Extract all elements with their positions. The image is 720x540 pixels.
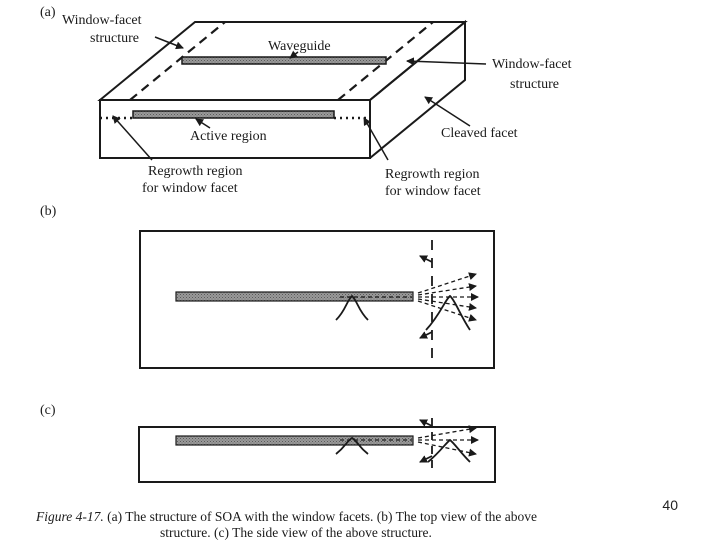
window-boundary-left: [129, 21, 226, 101]
top-view-mode-profile-output: [425, 294, 471, 331]
side-view-mode-profile-output: [427, 438, 471, 463]
side-view-active-layer: [175, 435, 414, 446]
side-view-mode-profile-input: [335, 436, 369, 455]
arrow-active-region: [195, 118, 211, 129]
figure-caption-line2: structure. (c) The side view of the abov…: [160, 525, 432, 540]
arrow-regrowth-right: [363, 117, 389, 161]
arrow-window-facet-right: [406, 57, 487, 66]
figure-caption-text: (a) The structure of SOA with the window…: [104, 509, 537, 524]
side-view-ray-upper: [417, 425, 477, 439]
side-view-arrow-down: [419, 455, 433, 463]
panel-b-top-view: [139, 230, 495, 369]
label-regrowth-left-line1: Regrowth region: [148, 164, 242, 179]
label-regrowth-right-line1: Regrowth region: [385, 167, 479, 182]
panel-c-side-view: [138, 418, 496, 483]
label-window-facet-right-line1: Window-facet: [492, 57, 572, 72]
top-view-ray-upper: [417, 272, 477, 294]
top-view-ray-mid-upper: [417, 283, 477, 296]
page-number: 40: [662, 497, 678, 513]
label-window-facet-left-line2: structure: [90, 31, 139, 46]
side-view-arrow-up: [419, 419, 433, 427]
figure-caption-prefix: Figure 4-17.: [35, 509, 104, 524]
arrow-regrowth-left: [112, 115, 153, 161]
side-view-frame: [138, 426, 496, 483]
top-view-waveguide: [175, 291, 414, 302]
top-view-ray-lower: [417, 300, 477, 322]
top-view-frame: [139, 230, 495, 369]
top-view-ray-mid-lower: [417, 298, 477, 311]
waveguide-top: [181, 56, 387, 65]
label-active-region: Active region: [190, 129, 267, 144]
arrow-waveguide: [289, 50, 299, 59]
top-view-mode-profile-input: [335, 294, 369, 321]
label-window-facet-right-line2: structure: [510, 77, 559, 92]
figure-caption-line1: Figure 4-17. (a) The structure of SOA wi…: [35, 509, 537, 524]
arrow-cleaved-facet: [424, 96, 471, 127]
label-cleaved-facet: Cleaved facet: [441, 126, 518, 141]
label-regrowth-left-line2: for window facet: [142, 181, 238, 196]
panel-label-a: (a): [40, 5, 56, 20]
top-view-arrow-down: [419, 331, 433, 339]
panel-label-b: (b): [40, 204, 57, 219]
active-region-bar: [132, 110, 335, 119]
label-window-facet-left-line1: Window-facet: [62, 13, 142, 28]
top-view-arrow-up: [419, 255, 433, 263]
panel-label-c: (c): [40, 403, 56, 418]
side-view-ray-lower: [417, 441, 477, 457]
arrow-window-facet-left: [154, 36, 184, 50]
label-waveguide: Waveguide: [268, 39, 331, 54]
label-regrowth-right-line2: for window facet: [385, 184, 481, 199]
